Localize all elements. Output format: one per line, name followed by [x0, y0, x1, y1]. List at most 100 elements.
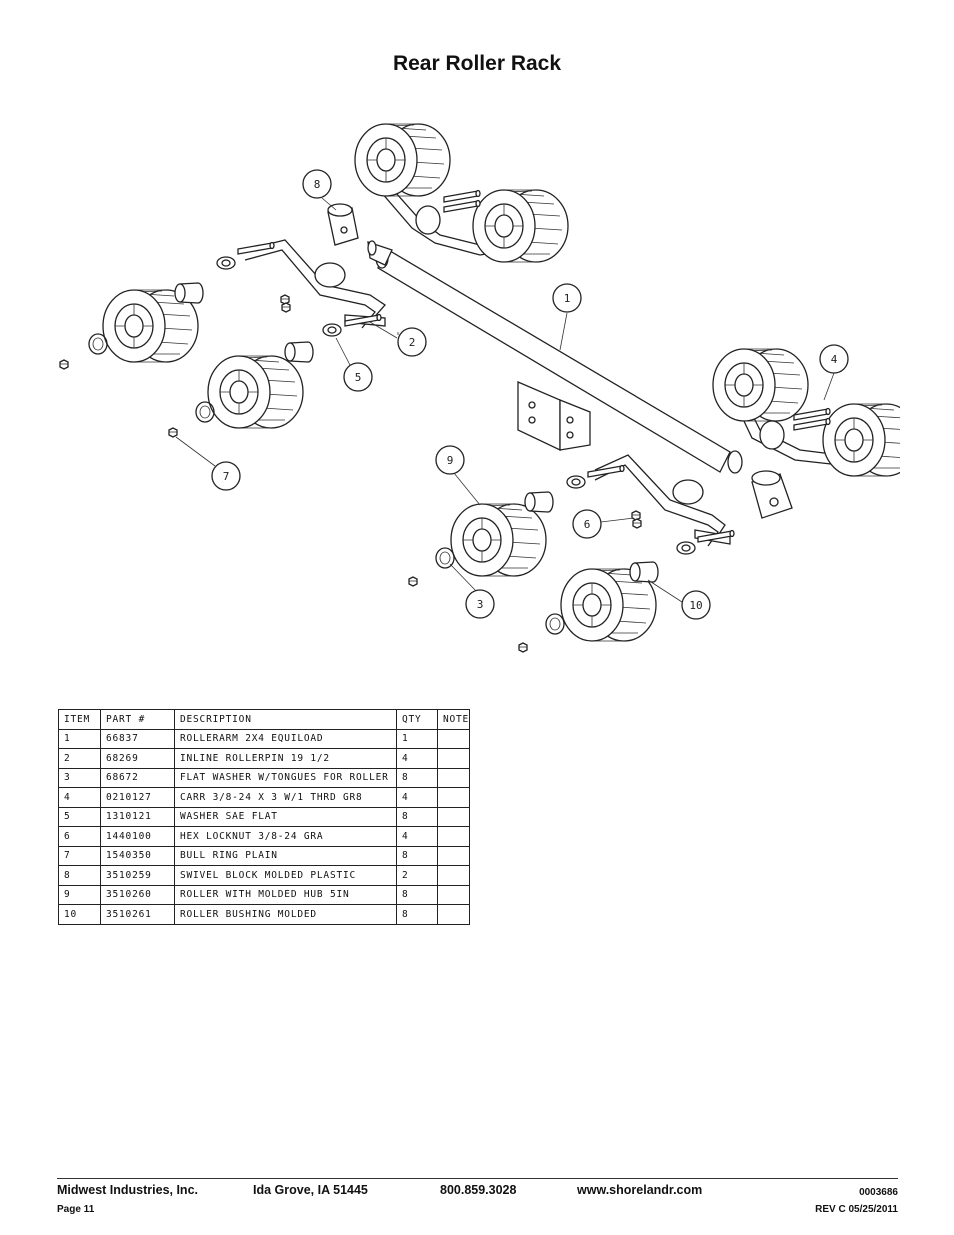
cell-part: 66837: [100, 728, 175, 749]
roller: [822, 403, 900, 477]
cell-note: [436, 826, 471, 847]
footer-location: Ida Grove, IA 51445: [253, 1183, 368, 1197]
carriage-bolt: [443, 189, 481, 203]
svg-text:5: 5: [355, 371, 362, 384]
svg-text:6: 6: [584, 518, 591, 531]
callout-2: 2: [369, 321, 427, 357]
cell-qty: 4: [396, 826, 438, 847]
cell-description: FLAT WASHER W/TONGUES FOR ROLLER: [174, 767, 397, 788]
tongue-washer: [545, 613, 565, 635]
cell-description: BULL RING PLAIN: [174, 845, 397, 866]
cell-part: 1540350: [100, 845, 175, 866]
cell-qty: 4: [396, 787, 438, 808]
cell-note: [436, 767, 471, 788]
cell-part: 1310121: [100, 806, 175, 827]
cell-description: HEX LOCKNUT 3/8-24 GRA: [174, 826, 397, 847]
cell-qty: 2: [396, 865, 438, 886]
roller-arm-tube: [367, 240, 743, 474]
cell-note: [436, 865, 471, 886]
hex-locknut: [518, 642, 528, 653]
cell-description: ROLLERARM 2X4 EQUILOAD: [174, 728, 397, 749]
column-header-note: NOTE: [436, 709, 471, 730]
table-row: 2 68269 INLINE ROLLERPIN 19 1/2 4: [58, 748, 471, 769]
cell-note: [436, 884, 471, 905]
svg-text:7: 7: [223, 470, 230, 483]
svg-text:2: 2: [409, 336, 416, 349]
cell-description: WASHER SAE FLAT: [174, 806, 397, 827]
svg-text:8: 8: [314, 178, 321, 191]
cell-note: [436, 787, 471, 808]
roller-bushing: [174, 282, 204, 304]
cell-part: 3510259: [100, 865, 175, 886]
flat-washer: [216, 256, 236, 270]
footer-page-number: Page 11: [57, 1204, 95, 1215]
center-bracket: [517, 381, 591, 452]
cell-description: ROLLER BUSHING MOLDED: [174, 904, 397, 925]
table-row: 10 3510261 ROLLER BUSHING MOLDED 8: [58, 904, 471, 925]
callout-5: 5: [335, 337, 373, 392]
column-header-part: PART #: [100, 709, 175, 730]
svg-text:10: 10: [689, 599, 702, 612]
callout-4: 4: [819, 344, 849, 401]
column-header-description: DESCRIPTION: [174, 709, 397, 730]
hex-locknut: [281, 302, 291, 313]
roller-bushing: [524, 491, 554, 513]
footer-divider: [57, 1178, 898, 1179]
callout-9: 9: [435, 445, 481, 506]
cell-description: CARR 3/8-24 X 3 W/1 THRD GR8: [174, 787, 397, 808]
roller-pin: [587, 464, 625, 478]
cell-qty: 8: [396, 767, 438, 788]
table-row: 3 68672 FLAT WASHER W/TONGUES FOR ROLLER…: [58, 767, 471, 788]
cell-item: 5: [58, 806, 101, 827]
parts-list-table: ITEM PART # DESCRIPTION QTY NOTE 1 66837…: [58, 709, 471, 925]
tongue-washer: [88, 333, 108, 355]
cell-part: 3510260: [100, 884, 175, 905]
cell-note: [436, 728, 471, 749]
cell-description: INLINE ROLLERPIN 19 1/2: [174, 748, 397, 769]
cell-note: [436, 806, 471, 827]
hex-locknut: [408, 576, 418, 587]
roller-pin: [237, 241, 275, 255]
callout-3: 3: [449, 563, 495, 619]
hex-locknut: [59, 359, 69, 370]
footer-website: www.shorelandr.com: [577, 1183, 703, 1197]
table-header-row: ITEM PART # DESCRIPTION QTY NOTE: [58, 709, 471, 730]
cell-qty: 8: [396, 904, 438, 925]
flat-washer: [676, 541, 696, 555]
callout-1: 1: [552, 283, 582, 351]
tongue-washer: [195, 401, 215, 423]
table-row: 1 66837 ROLLERARM 2X4 EQUILOAD 1: [58, 728, 471, 749]
cell-note: [436, 748, 471, 769]
footer-doc-number: 0003686: [859, 1187, 898, 1198]
hex-locknut: [168, 427, 178, 438]
column-header-qty: QTY: [396, 709, 438, 730]
cell-qty: 8: [396, 806, 438, 827]
cell-part: 68672: [100, 767, 175, 788]
roller: [472, 189, 569, 263]
cell-part: 1440100: [100, 826, 175, 847]
cell-item: 4: [58, 787, 101, 808]
page-title: Rear Roller Rack: [392, 52, 562, 75]
cell-item: 10: [58, 904, 101, 925]
hex-locknut: [632, 518, 642, 529]
callout-7: 7: [175, 436, 241, 491]
column-header-item: ITEM: [58, 709, 101, 730]
swivel-block: [751, 470, 793, 519]
cell-item: 3: [58, 767, 101, 788]
callout-6: 6: [572, 509, 635, 539]
cell-description: ROLLER WITH MOLDED HUB 5IN: [174, 884, 397, 905]
table-row: 7 1540350 BULL RING PLAIN 8: [58, 845, 471, 866]
cell-item: 7: [58, 845, 101, 866]
roller: [450, 503, 547, 577]
table-row: 8 3510259 SWIVEL BLOCK MOLDED PLASTIC 2: [58, 865, 471, 886]
roller-bushing: [629, 561, 659, 583]
table-row: 9 3510260 ROLLER WITH MOLDED HUB 5IN 8: [58, 884, 471, 905]
table-row: 6 1440100 HEX LOCKNUT 3/8-24 GRA 4: [58, 826, 471, 847]
cell-qty: 8: [396, 884, 438, 905]
cell-description: SWIVEL BLOCK MOLDED PLASTIC: [174, 865, 397, 886]
cell-note: [436, 904, 471, 925]
flat-washer: [566, 475, 586, 489]
table-row: 4 0210127 CARR 3/8-24 X 3 W/1 THRD GR8 4: [58, 787, 471, 808]
cell-note: [436, 845, 471, 866]
hex-locknut: [280, 294, 290, 305]
